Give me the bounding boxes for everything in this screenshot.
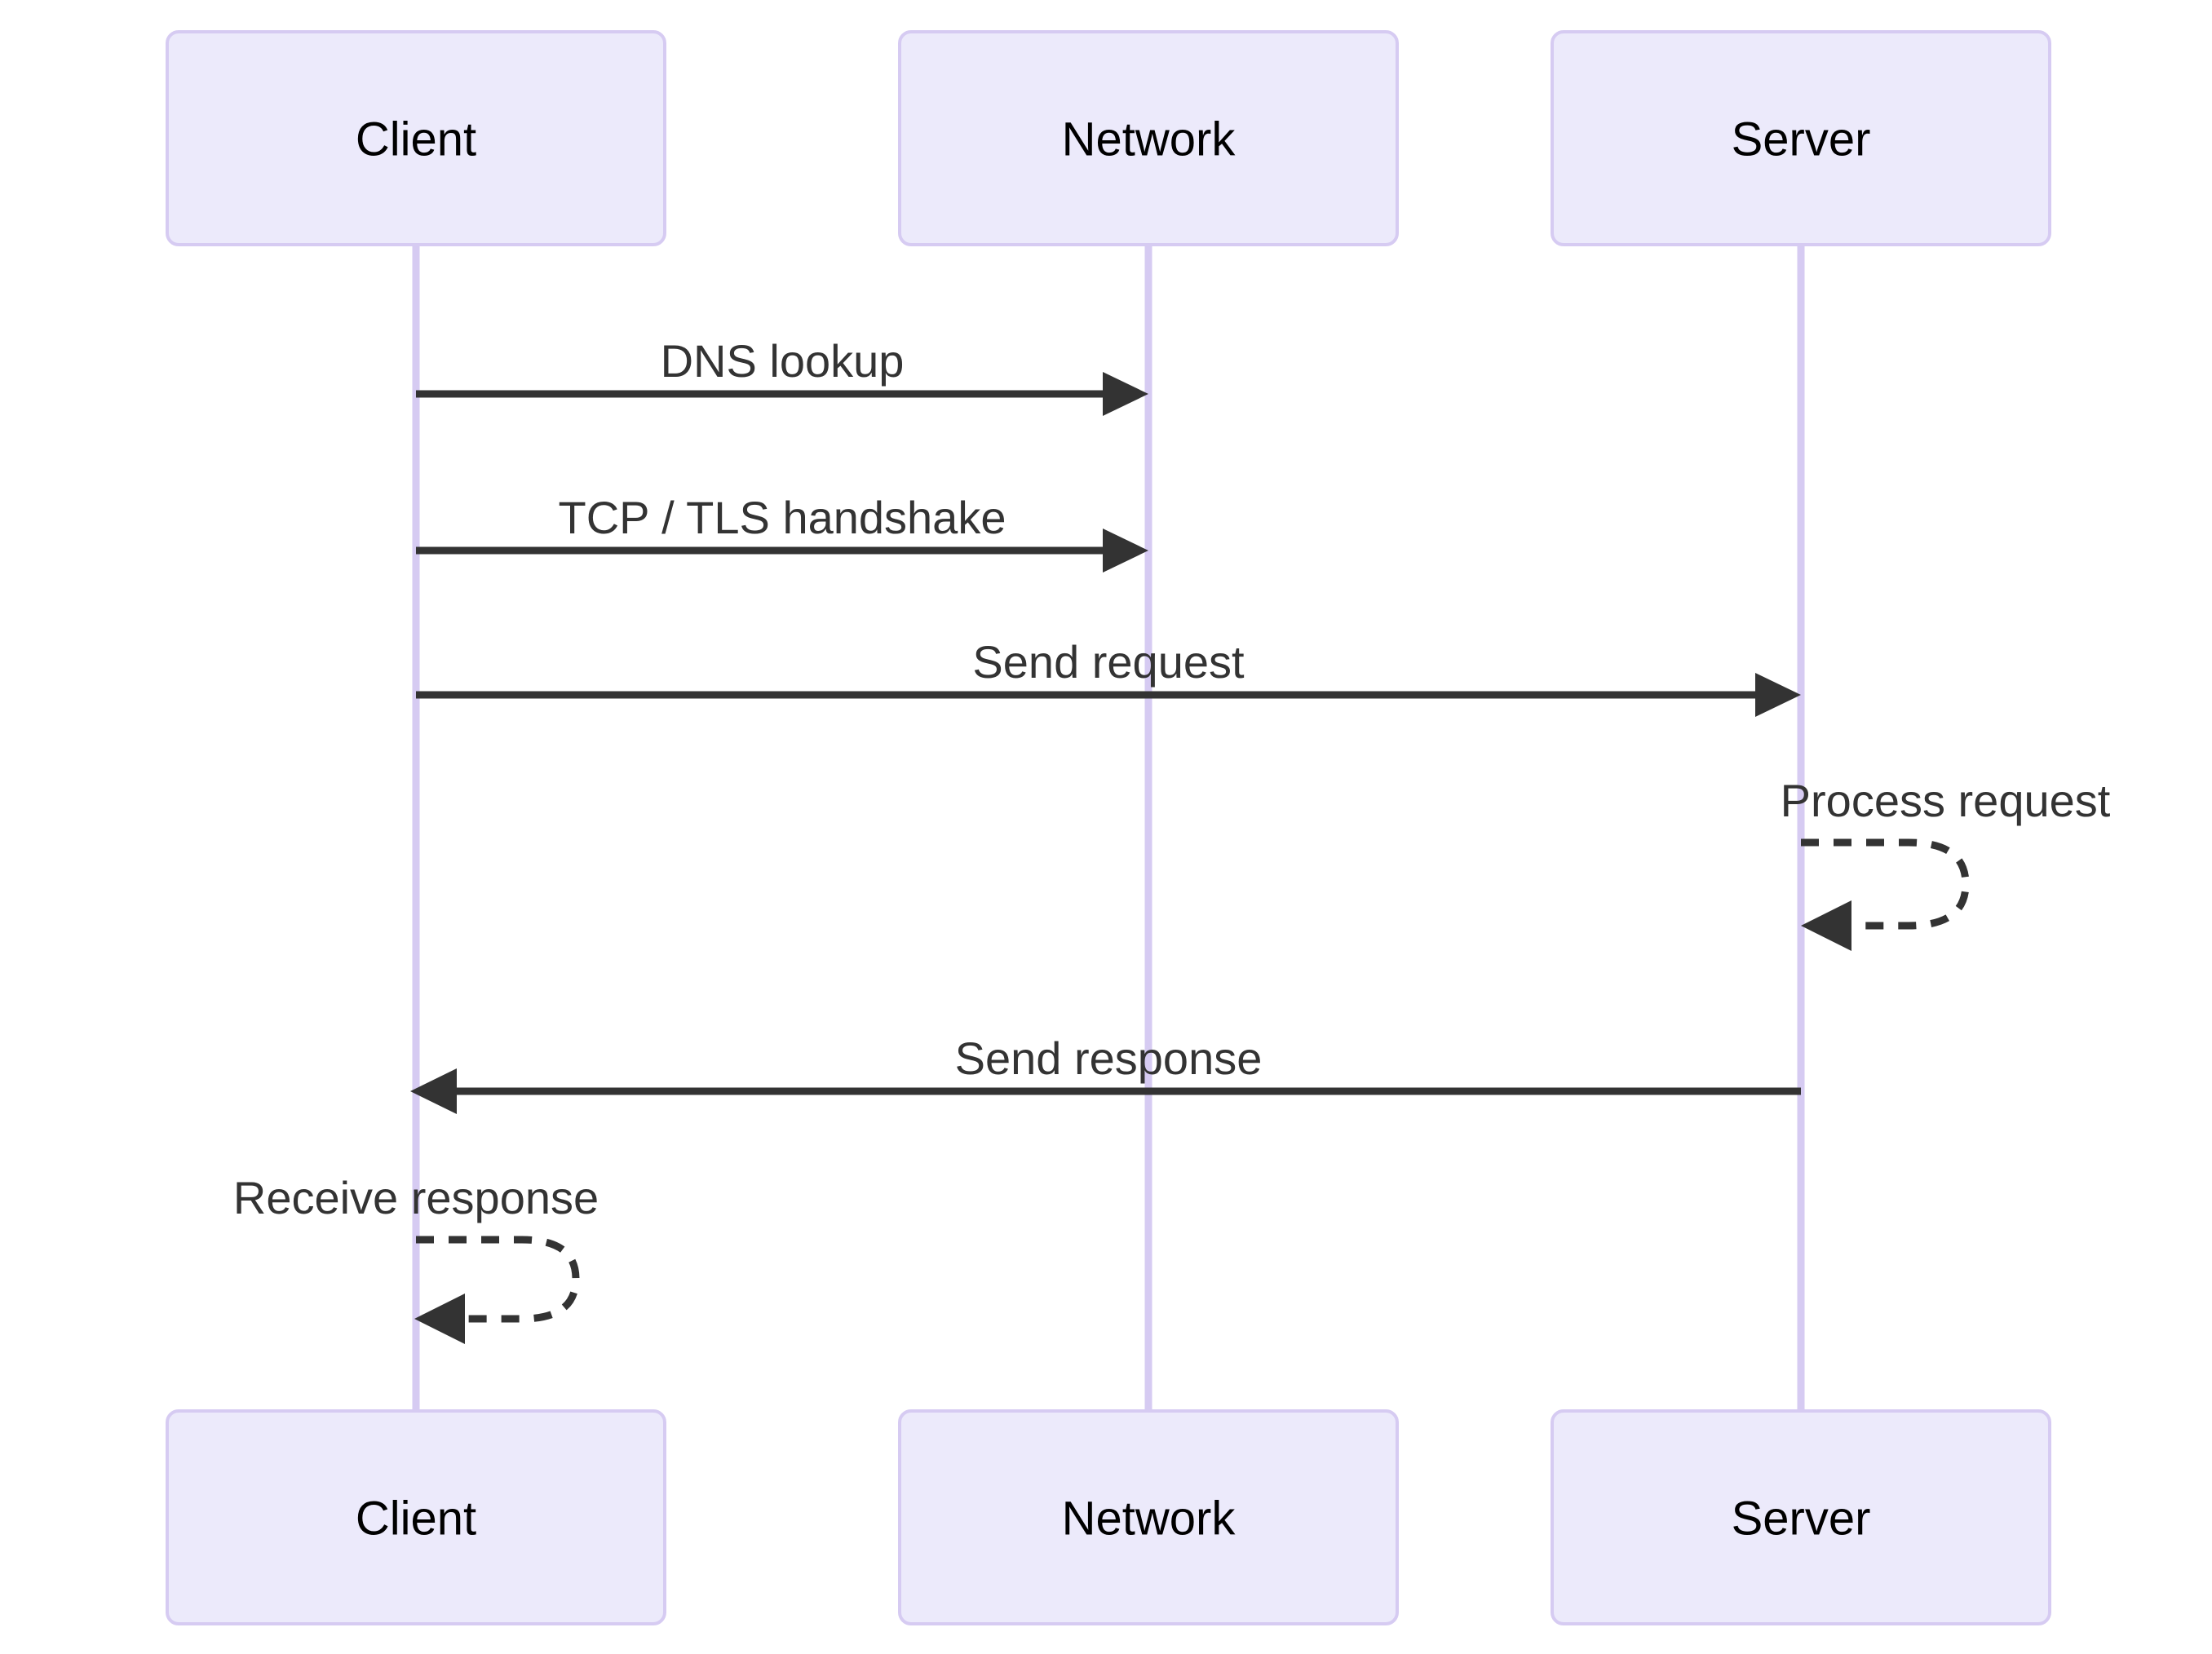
message-tcp-tls-handshake[interactable]: TCP / TLS handshake bbox=[416, 492, 1148, 573]
actor-label-network-top: Network bbox=[1062, 113, 1237, 166]
message-loop-process-request bbox=[1801, 838, 1970, 930]
actor-box-rect bbox=[1551, 30, 2051, 246]
arrow-head-right-icon bbox=[1755, 673, 1801, 717]
actor-boxes-bottom: Client Network Server bbox=[166, 1409, 2051, 1625]
arrow-head-left-icon bbox=[414, 1294, 465, 1344]
actor-box-network-bottom[interactable]: Network bbox=[898, 1409, 1399, 1625]
lifelines-group bbox=[412, 245, 1805, 1411]
actor-box-client-top[interactable]: Client bbox=[166, 30, 666, 246]
actor-box-client-bottom[interactable]: Client bbox=[166, 1409, 666, 1625]
actor-box-rect bbox=[166, 30, 666, 246]
arrow-head-right-icon bbox=[1103, 372, 1148, 416]
message-dns-lookup[interactable]: DNS lookup bbox=[416, 335, 1148, 416]
actor-box-rect bbox=[898, 30, 1399, 246]
message-label-send-request: Send request bbox=[972, 636, 1245, 688]
actor-box-rect bbox=[166, 1409, 666, 1625]
actor-box-server-top[interactable]: Server bbox=[1551, 30, 2051, 246]
message-receive-response[interactable]: Receive response bbox=[233, 1172, 599, 1344]
message-process-request[interactable]: Process request bbox=[1781, 775, 2111, 951]
message-label-tcp-tls-handshake: TCP / TLS handshake bbox=[559, 492, 1006, 543]
actor-box-network-top[interactable]: Network bbox=[898, 30, 1399, 246]
message-label-process-request: Process request bbox=[1781, 775, 2111, 826]
actor-boxes-top: Client Network Server bbox=[166, 30, 2051, 246]
actor-label-network-bottom: Network bbox=[1062, 1492, 1237, 1545]
message-loop-receive-response bbox=[416, 1236, 580, 1323]
actor-box-server-bottom[interactable]: Server bbox=[1551, 1409, 2051, 1625]
arrow-head-right-icon bbox=[1103, 528, 1148, 573]
actor-label-server-bottom: Server bbox=[1732, 1492, 1871, 1545]
actor-label-client-bottom: Client bbox=[356, 1492, 476, 1545]
actor-label-server-top: Server bbox=[1732, 113, 1871, 166]
message-label-receive-response: Receive response bbox=[233, 1172, 599, 1223]
message-send-response[interactable]: Send response bbox=[410, 1033, 1801, 1114]
actor-box-rect bbox=[1551, 1409, 2051, 1625]
arrow-head-left-icon bbox=[410, 1068, 457, 1114]
message-label-send-response: Send response bbox=[955, 1033, 1263, 1084]
actor-label-client-top: Client bbox=[356, 113, 476, 166]
actor-box-rect bbox=[898, 1409, 1399, 1625]
message-label-dns-lookup: DNS lookup bbox=[661, 335, 905, 387]
message-send-request[interactable]: Send request bbox=[416, 636, 1801, 717]
arrow-head-left-icon bbox=[1801, 900, 1851, 951]
